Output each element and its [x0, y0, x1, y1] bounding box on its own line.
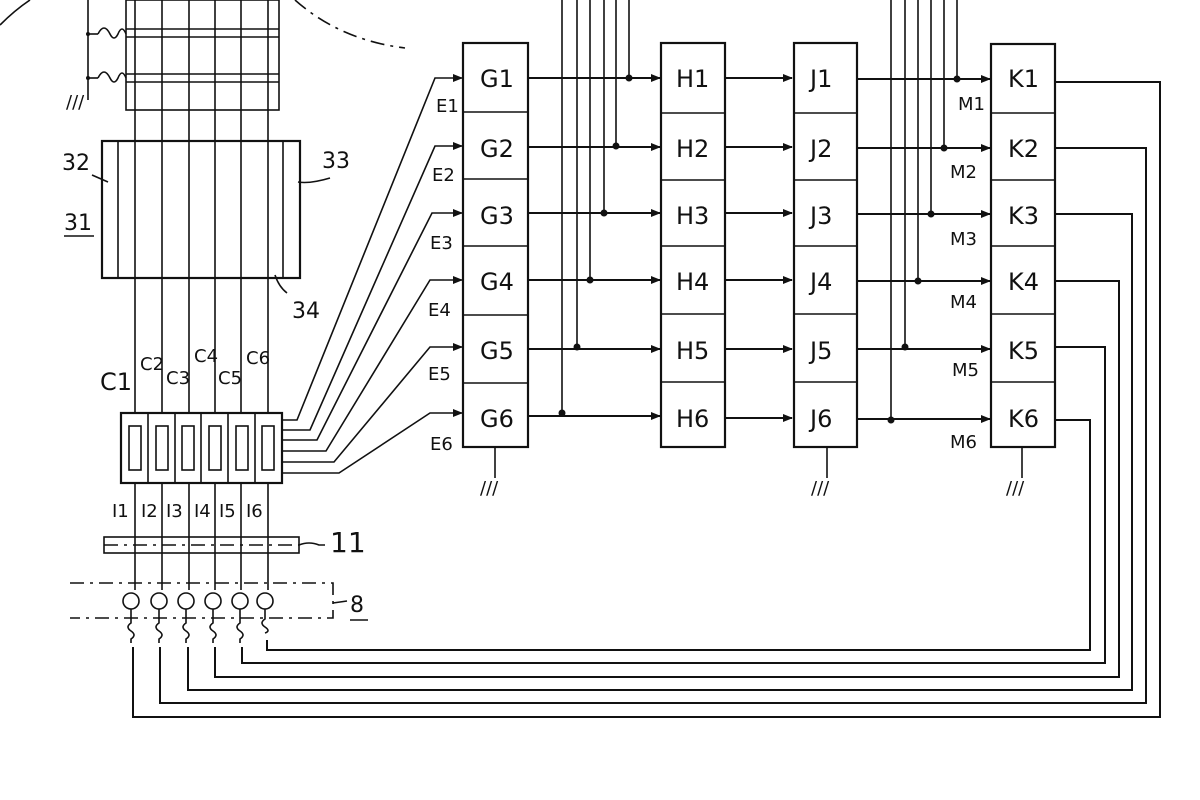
- block-h6: H6: [676, 405, 709, 433]
- signal-chains: M1 M2 M3 M4 M5 M6: [528, 74, 991, 453]
- block-k2: K2: [1008, 135, 1039, 163]
- label-m4: M4: [950, 292, 977, 313]
- column-h: H1 H2 H3 H4 H5 H6: [659, 41, 727, 449]
- sensor-array: C1 C2 C3 C4 C5 C6: [100, 346, 284, 485]
- unit-8: 8: [70, 582, 368, 643]
- label-c4: C4: [194, 346, 218, 367]
- bus-g-h: [558, 0, 633, 417]
- label-c5: C5: [218, 368, 242, 389]
- label-11: 11: [330, 526, 366, 559]
- label-33: 33: [322, 149, 350, 174]
- block-h4: H4: [676, 268, 709, 296]
- label-e1: E1: [436, 96, 459, 117]
- block-h1: H1: [676, 65, 709, 93]
- vertical-conductors: [134, 0, 269, 590]
- block-k5: K5: [1008, 337, 1039, 365]
- block-k3: K3: [1008, 202, 1039, 230]
- label-8: 8: [350, 593, 364, 618]
- label-c6: C6: [246, 348, 270, 369]
- label-e5: E5: [428, 364, 451, 385]
- ground-symbol-g: ///: [480, 478, 499, 499]
- block-g5: G5: [480, 337, 514, 365]
- label-i2: I2: [141, 501, 158, 522]
- feedback-loops: [132, 81, 1161, 718]
- label-e2: E2: [432, 165, 455, 186]
- label-m6: M6: [950, 432, 977, 453]
- block-j6: J6: [808, 405, 832, 433]
- label-31: 31: [64, 211, 92, 236]
- e-signal-lines: E1 E2 E3 E4 E5 E6: [282, 74, 463, 474]
- label-i5: I5: [219, 501, 236, 522]
- block-g3: G3: [480, 202, 514, 230]
- block-h2: H2: [676, 135, 709, 163]
- label-34: 34: [292, 299, 320, 324]
- assembly-31: 32 31 33 34: [62, 139, 350, 324]
- bus-j-k: [887, 0, 961, 424]
- label-i3: I3: [166, 501, 183, 522]
- block-g6: G6: [480, 405, 514, 433]
- label-i4: I4: [194, 501, 211, 522]
- block-j4: J4: [808, 268, 832, 296]
- label-m2: M2: [950, 162, 977, 183]
- block-j3: J3: [808, 202, 832, 230]
- boundary-arc-right: [294, 0, 406, 49]
- label-i1: I1: [112, 501, 129, 522]
- label-m1: M1: [958, 94, 985, 115]
- label-e3: E3: [430, 233, 453, 254]
- ground-symbol-k: ///: [1006, 478, 1025, 499]
- block-g4: G4: [480, 268, 514, 296]
- boundary-arc-left: [0, 0, 31, 26]
- label-e4: E4: [428, 300, 451, 321]
- label-e6: E6: [430, 434, 453, 455]
- label-c2: C2: [140, 354, 164, 375]
- block-h5: H5: [676, 337, 709, 365]
- block-k6: K6: [1008, 405, 1039, 433]
- current-labels: I1 I2 I3 I4 I5 I6: [112, 501, 263, 522]
- block-h3: H3: [676, 202, 709, 230]
- column-g: G1 G2 G3 G4 G5 G6 ///: [461, 41, 530, 499]
- block-j1: J1: [808, 65, 832, 93]
- label-m3: M3: [950, 229, 977, 250]
- label-i6: I6: [246, 501, 263, 522]
- block-j5: J5: [808, 337, 832, 365]
- top-winding-section: ///: [66, 0, 280, 113]
- ground-symbol-j: ///: [811, 478, 830, 499]
- label-m5: M5: [952, 360, 979, 381]
- block-j2: J2: [808, 135, 832, 163]
- block-g1: G1: [480, 65, 514, 93]
- ground-symbol-top: ///: [66, 92, 85, 113]
- block-k4: K4: [1008, 268, 1039, 296]
- label-c3: C3: [166, 368, 190, 389]
- label-32: 32: [62, 151, 90, 176]
- column-j: J1 J2 J3 J4 J5 J6 ///: [792, 41, 859, 499]
- bar-11: 11: [103, 526, 366, 559]
- label-c1: C1: [100, 368, 132, 396]
- column-k: K1 K2 K3 K4 K5 K6 ///: [989, 42, 1057, 499]
- block-g2: G2: [480, 135, 514, 163]
- block-k1: K1: [1008, 65, 1039, 93]
